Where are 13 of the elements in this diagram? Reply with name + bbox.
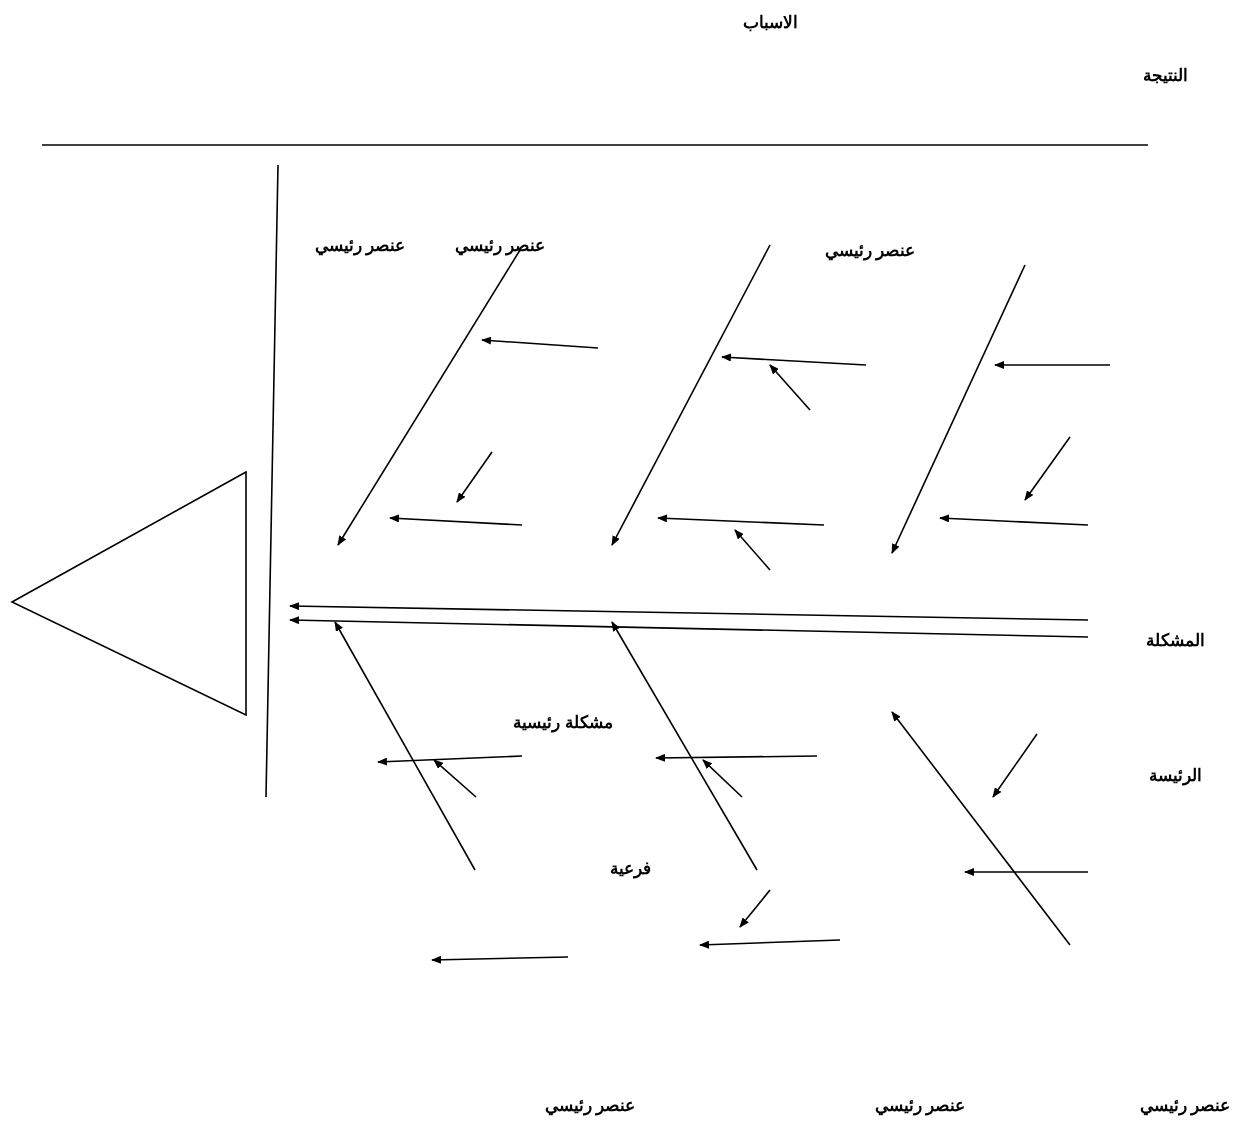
side-label: النتيجة xyxy=(1142,64,1188,86)
side-label: الرئيسة xyxy=(1148,764,1202,786)
bone-label: عنصر رئيسي xyxy=(314,234,406,256)
bone-label: عنصر رئيسي xyxy=(454,234,546,256)
fish-head xyxy=(10,470,247,717)
side-label: المشكلة xyxy=(1145,629,1205,651)
text-label: فرعية xyxy=(609,857,651,879)
heading: الاسباب xyxy=(742,11,798,33)
text-label: مشكلة رئيسية xyxy=(513,711,613,733)
bone-label: عنصر رئيسي xyxy=(824,239,916,261)
bone-label: عنصر رئيسي xyxy=(1139,1094,1231,1116)
bone-label: عنصر رئيسي xyxy=(544,1094,636,1116)
bone-label: عنصر رئيسي xyxy=(874,1094,966,1116)
